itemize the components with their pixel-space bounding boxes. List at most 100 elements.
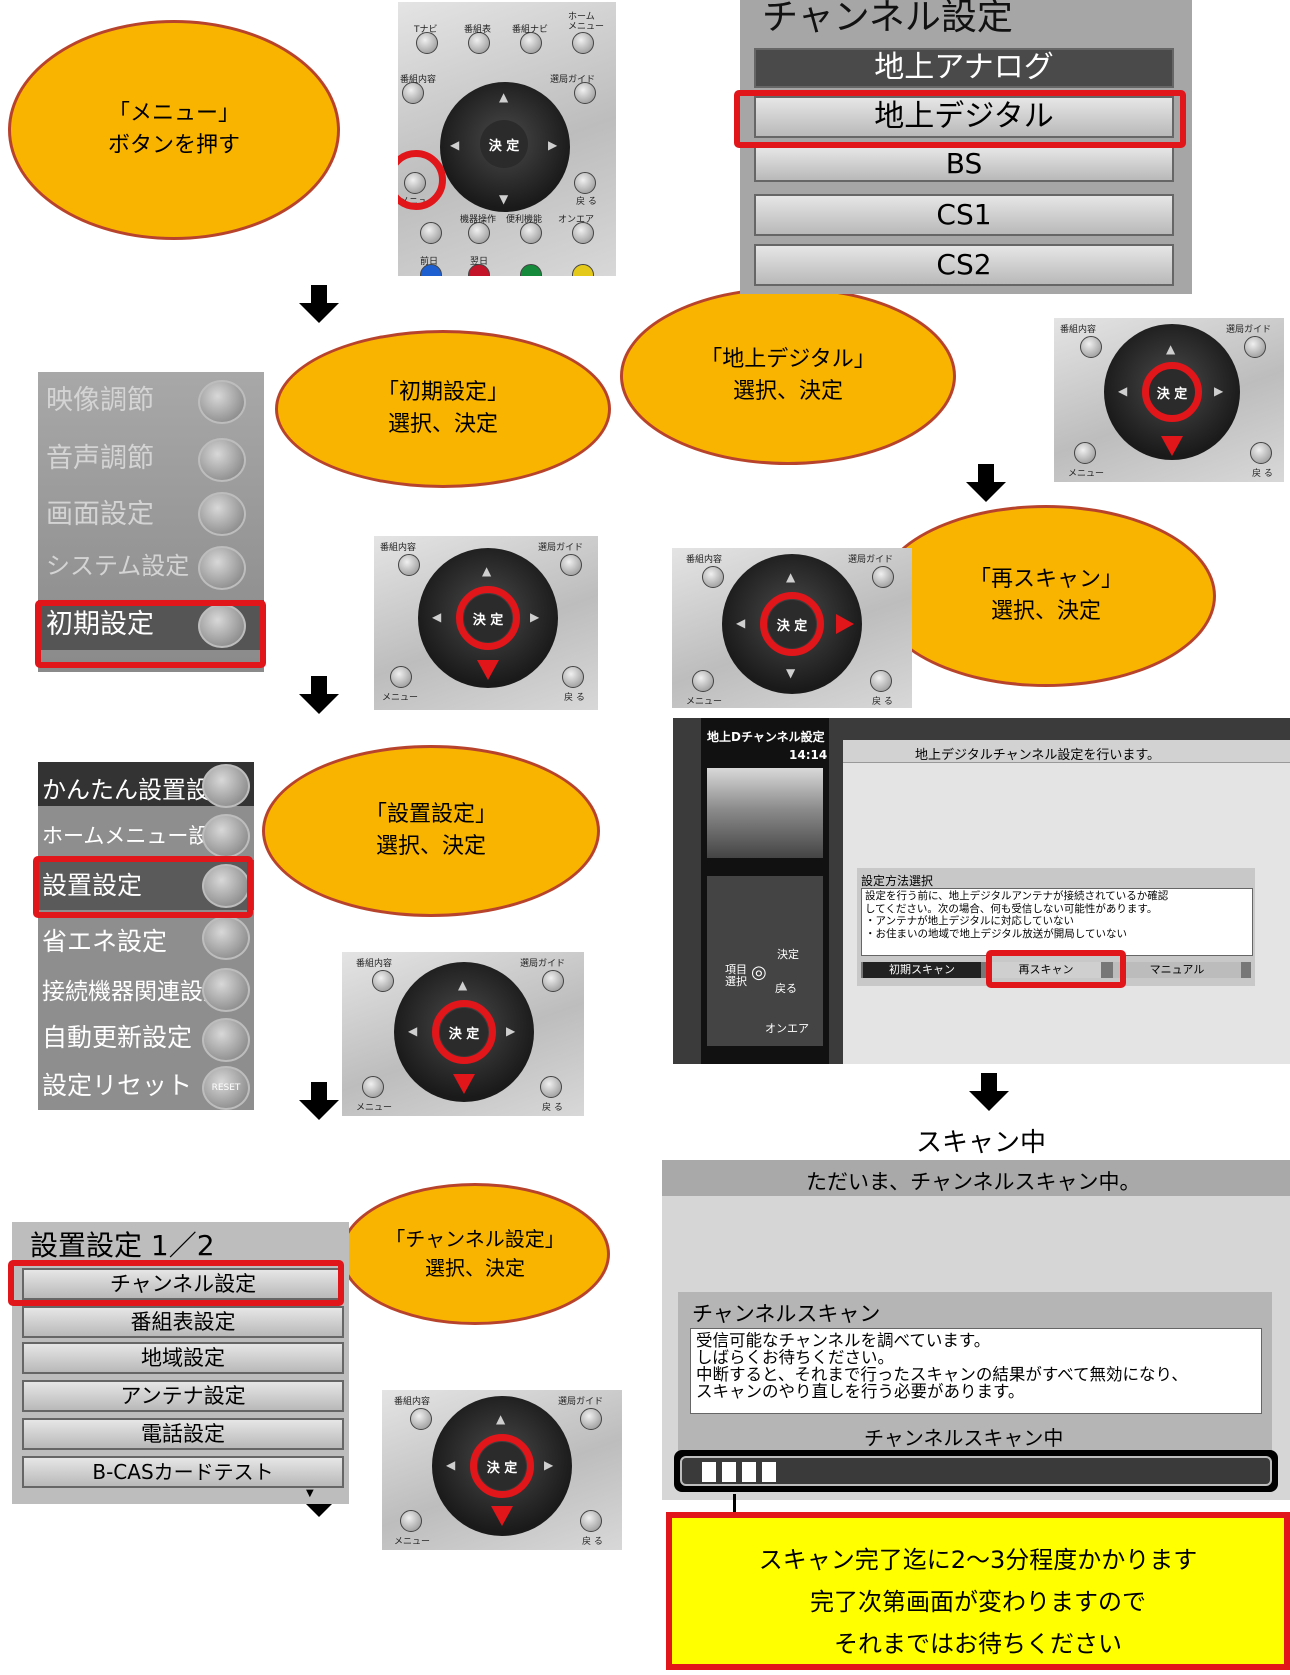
highlight-shoki: [35, 600, 266, 668]
bangumihyo-button: [468, 32, 490, 54]
bangumi-naiyo-label: 番組内容: [686, 555, 723, 565]
highlight-down-arrow-icon: [453, 1074, 475, 1094]
bubble-select-chijo-text: 「地上デジタル」 選択、決定: [700, 347, 876, 404]
bangumi-navi-label: 番組ナビ: [512, 25, 549, 35]
menu-item-onsei[interactable]: 音声調節: [46, 443, 154, 474]
menu-item-shoene[interactable]: 省エネ設定: [42, 927, 168, 956]
remote-photo-menu: Tナビ 番組表 番組ナビ ホーム メニュー 番組内容 選局ガイド 決 定 ▲ ▼…: [398, 2, 616, 276]
bangumi-naiyo-label: 番組内容: [356, 959, 393, 969]
bubble-select-rescan: 「再スキャン」 選択、決定: [876, 505, 1216, 687]
digital-panel-title: 設定方法選択: [861, 874, 934, 888]
initial-menu-panel: かんたん設置設定 ホームメニュー設定 設置設定 省エネ設定 接続機器関連設定 自…: [38, 762, 254, 1110]
highlight-rescan: [986, 950, 1126, 988]
dpad-left-icon: ◀: [432, 610, 442, 624]
modoru-button: [562, 666, 584, 688]
digital-header-bar: [843, 740, 1290, 763]
menu-item-system[interactable]: システム設定: [46, 552, 190, 580]
scan-header-bar: [662, 1160, 1290, 1196]
menu-item-setsuzoku[interactable]: 接続機器関連設定: [42, 979, 226, 1005]
down-arrow-icon: [299, 676, 339, 714]
setchi-item-chiiki[interactable]: 地域設定: [22, 1342, 344, 1374]
notice-line1: スキャン完了迄に2～3分程度かかります: [758, 1546, 1198, 1574]
bangumi-naiyo-label: 番組内容: [394, 1397, 431, 1407]
rescan-button[interactable]: 再スキャン: [991, 962, 1101, 978]
menu-label: メニュー: [686, 697, 723, 707]
legend-modoru: 戻る: [775, 982, 797, 995]
bubble-select-shoki: 「初期設定」 選択、決定: [275, 330, 611, 488]
initial-scan-button[interactable]: 初期スキャン: [863, 962, 981, 978]
tv-preview-image: [707, 768, 823, 858]
menu-item-eizo[interactable]: 映像調節: [46, 385, 154, 416]
down-arrow-icon: [966, 464, 1006, 502]
refresh-icon: [202, 1018, 250, 1062]
menu-item-gamen[interactable]: 画面設定: [46, 499, 154, 530]
t-navi-label: Tナビ: [414, 25, 438, 35]
main-menu-panel: 映像調節 音声調節 画面設定 システム設定 初期設定: [38, 372, 264, 672]
setchi-item-bangumihyo[interactable]: 番組表設定: [22, 1306, 344, 1338]
menu-item-home-menu[interactable]: ホームメニュー設定: [42, 824, 231, 848]
modoru-label: 戻 る: [542, 1103, 563, 1113]
initial-scan-label: 初期スキャン: [889, 963, 955, 976]
highlight-ketei-ring: [470, 1434, 534, 1498]
t-navi-button: [416, 32, 438, 54]
dpad-up-icon: ▲: [499, 90, 509, 104]
dpad-left-icon: ◀: [736, 616, 746, 630]
bubble-press-menu-text: 「メニュー」 ボタンを押す: [107, 101, 240, 158]
channel-item-label: CS2: [936, 248, 992, 281]
d-button: [420, 222, 442, 244]
highlight-ketei-ring: [1142, 362, 1202, 422]
dpad-right-icon: ▶: [548, 138, 558, 152]
senkyoku-guide-button: [580, 1408, 602, 1430]
home-menu-label: ホーム メニュー: [568, 12, 605, 32]
menu-item-setchi[interactable]: 設置設定: [42, 871, 143, 900]
menu-label: メニュー: [1068, 469, 1105, 479]
scan-progress-block: [742, 1462, 756, 1482]
rescan-label: 再スキャン: [1018, 963, 1074, 976]
menu-button: [362, 1076, 384, 1098]
senkyoku-guide-label: 選局ガイド: [1226, 325, 1272, 335]
channel-item-label: 地上アナログ: [874, 50, 1054, 85]
scan-screen: ただいま、チャンネルスキャン中。 チャンネルスキャン 受信可能なチャンネルを調べ…: [662, 1160, 1290, 1500]
bangumi-naiyo-button: [402, 82, 424, 104]
setchi-menu-title: 設置設定 1／2: [30, 1229, 215, 1262]
channel-item-bs[interactable]: BS: [754, 146, 1174, 182]
menu-item-reset[interactable]: 設定リセット: [42, 1071, 193, 1100]
channel-item-chijo-digital[interactable]: 地上デジタル: [754, 96, 1174, 138]
channel-item-cs2[interactable]: CS2: [754, 244, 1174, 286]
dpad-up-icon: ▲: [458, 978, 468, 992]
senkyoku-guide-button: [1244, 336, 1266, 358]
dpad-right-icon: ▶: [544, 1458, 554, 1472]
menu-item-jido-koshin[interactable]: 自動更新設定: [42, 1023, 193, 1052]
setchi-item-label: 番組表設定: [130, 1310, 236, 1334]
reset-icon: RESET: [202, 1066, 250, 1110]
channel-item-cs1[interactable]: CS1: [754, 194, 1174, 236]
highlight-ketei-ring: [432, 1000, 496, 1064]
setchi-item-denwa[interactable]: 電話設定: [22, 1418, 344, 1450]
dpad-right-icon: ▶: [1214, 384, 1224, 398]
setchi-item-bcas[interactable]: B-CASカードテスト: [22, 1456, 344, 1488]
setchi-item-label: 電話設定: [141, 1422, 225, 1446]
channel-setting-title: チャンネル設定: [762, 0, 1013, 38]
scan-header: ただいま、チャンネルスキャン中。: [806, 1170, 1141, 1194]
modoru-button: [580, 1510, 602, 1532]
scan-progress-block: [722, 1462, 736, 1482]
remote-photo-rescan: 番組内容 選局ガイド 決 定 ▲ ▼ ◀ メニュー 戻 る: [672, 548, 912, 708]
channel-item-chijo-analog[interactable]: 地上アナログ: [754, 48, 1174, 88]
digital-sidebar-title: 地上Dチャンネル設定: [707, 730, 825, 744]
scan-status: チャンネルスキャン中: [864, 1426, 1064, 1450]
menu-label: メニュー: [356, 1103, 393, 1113]
channel-item-label: BS: [945, 147, 983, 180]
benri-kino-label: 便利機能: [506, 215, 543, 225]
dpad-left-icon: ◀: [446, 1458, 456, 1472]
senkyoku-guide-label: 選局ガイド: [538, 543, 584, 553]
setchi-item-channel[interactable]: チャンネル設定: [22, 1268, 344, 1300]
manual-button[interactable]: マニュアル: [1113, 962, 1241, 978]
bangumi-naiyo-label: 番組内容: [1060, 325, 1097, 335]
setchi-item-antenna[interactable]: アンテナ設定: [22, 1380, 344, 1412]
menu-item-shoki[interactable]: 初期設定: [46, 609, 154, 640]
highlight-ketei-ring: [456, 586, 520, 650]
scan-progress-block: [702, 1462, 716, 1482]
senkyoku-guide-button: [542, 970, 564, 992]
setchi-item-label: アンテナ設定: [120, 1384, 246, 1408]
dpad-down-icon: ▼: [786, 666, 796, 680]
